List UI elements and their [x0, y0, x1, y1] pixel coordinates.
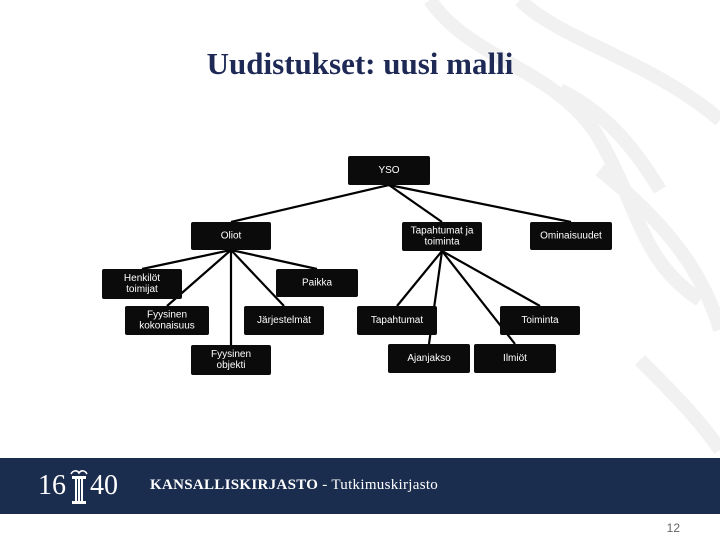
node-jarjestelmat: Järjestelmät [244, 306, 324, 335]
node-ominaisuudet: Ominaisuudet [530, 222, 612, 250]
node-box [191, 345, 271, 375]
node-label: kokonaisuus [139, 321, 195, 332]
node-label: YSO [378, 165, 399, 176]
edge-yso-to-tapahtumat_ja_toiminta [388, 184, 443, 223]
node-toiminta: Toiminta [500, 306, 580, 335]
node-label: toimijat [126, 284, 158, 295]
slide-title: Uudistukset: uusi malli [206, 46, 514, 81]
node-label: Ajanjakso [407, 353, 451, 364]
node-box [474, 344, 556, 373]
column-icon [70, 470, 88, 504]
node-box [102, 269, 182, 299]
node-label: Paikka [302, 278, 332, 289]
edge-tapahtumat_ja_toiminta-to-tapahtumat [396, 250, 443, 307]
node-label: Järjestelmät [257, 315, 311, 326]
node-yso: YSO [348, 156, 430, 185]
node-label: Tapahtumat [371, 315, 423, 326]
node-paikka: Paikka [276, 269, 358, 297]
institution-name: KANSALLISKIRJASTO - Tutkimuskirjasto [150, 477, 438, 494]
node-box [348, 156, 430, 185]
node-label: Oliot [221, 231, 242, 242]
institution-separator: - [318, 477, 332, 493]
logo-year-left: 16 [38, 470, 66, 501]
node-label: Fyysinen [211, 349, 251, 360]
node-box [125, 306, 209, 335]
footer-band: 16 40 KANSALLISKIRJASTO - Tutkimuskirjas… [0, 458, 720, 514]
node-box [500, 306, 580, 335]
node-ilmiot: Ilmiöt [474, 344, 556, 373]
node-label: Fyysinen [147, 310, 187, 321]
edge-yso-to-oliot [230, 183, 390, 224]
edge-oliot-to-henkilot_toimijat [141, 248, 232, 271]
node-box [244, 306, 324, 335]
logo-year-right: 40 [90, 470, 118, 501]
node-box [191, 222, 271, 250]
node-ajanjakso: Ajanjakso [388, 344, 470, 373]
node-oliot: Oliot [191, 222, 271, 250]
node-box [402, 222, 482, 251]
edge-tapahtumat_ja_toiminta-to-toiminta [441, 250, 541, 307]
institution-sub: Tutkimuskirjasto [331, 477, 439, 493]
institution-main: KANSALLISKIRJASTO [150, 477, 319, 493]
edge-yso-to-ominaisuudet [388, 183, 572, 224]
node-box [388, 344, 470, 373]
edge-oliot-to-jarjestelmat [230, 249, 285, 307]
node-box [357, 306, 437, 335]
page-number: 12 [666, 521, 680, 535]
node-label: Ominaisuudet [540, 231, 602, 242]
library-logo: 16 40 [36, 464, 128, 508]
node-tapahtumat: Tapahtumat [357, 306, 437, 335]
edge-oliot-to-paikka [230, 248, 318, 271]
node-label: Tapahtumat ja [411, 226, 474, 237]
node-box [276, 269, 358, 297]
node-label: toiminta [424, 237, 459, 248]
node-label: Ilmiöt [503, 353, 527, 364]
node-label: Henkilöt [124, 273, 160, 284]
node-box [530, 222, 612, 250]
node-label: Toiminta [521, 315, 559, 326]
node-label: objekti [217, 360, 246, 371]
